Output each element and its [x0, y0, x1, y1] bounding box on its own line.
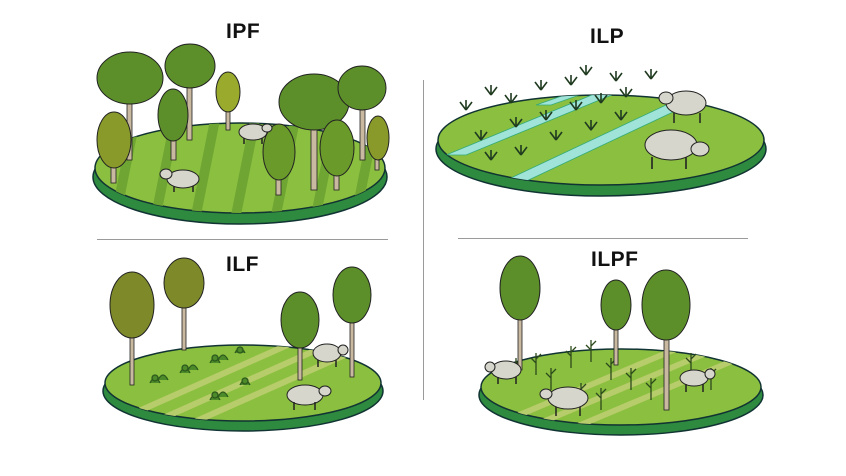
- crop-icon: [614, 110, 628, 121]
- crop-icon: [239, 377, 251, 386]
- tree-icon: [96, 51, 164, 161]
- crop-icon: [509, 117, 523, 128]
- crop-icon: [609, 71, 623, 82]
- crop-icon: [484, 85, 498, 96]
- tree-icon: [499, 255, 541, 371]
- crop-icon: [569, 100, 583, 111]
- cattle-icon: [484, 360, 522, 384]
- cattle-icon: [286, 384, 332, 410]
- left-horizontal-divider: [97, 239, 388, 240]
- cattle-icon: [644, 129, 710, 169]
- cattle-icon: [539, 386, 589, 416]
- corn-icon: [585, 340, 597, 362]
- tree-icon: [96, 111, 132, 184]
- ipf-illustration: [92, 43, 390, 225]
- cattle-icon: [238, 123, 273, 144]
- cattle-icon: [312, 343, 349, 367]
- tree-icon: [319, 119, 355, 191]
- crop-icon: [179, 364, 199, 374]
- crop-rows: [459, 65, 658, 161]
- crop-icon: [504, 93, 518, 104]
- ilpf-illustration: [478, 255, 764, 436]
- right-horizontal-divider: [458, 238, 748, 239]
- ipf-title: IPF: [226, 20, 261, 43]
- cattle-icon: [679, 368, 716, 392]
- crop-icon: [539, 110, 553, 121]
- ilf-panel: [100, 255, 385, 432]
- cattle-icon: [658, 90, 707, 123]
- crop-icon: [459, 100, 473, 111]
- tree-icon: [641, 269, 691, 411]
- tree-icon: [600, 279, 632, 366]
- tree-icon: [332, 266, 372, 378]
- crop-icon: [484, 150, 498, 161]
- crop-icon: [564, 75, 578, 86]
- tree-icon: [262, 123, 296, 196]
- tree-icon: [163, 257, 205, 351]
- crop-icon: [149, 374, 169, 384]
- crop-icon: [534, 80, 548, 91]
- tree-icon: [280, 291, 320, 381]
- ilpf-panel: [476, 250, 766, 436]
- vertical-divider: [423, 80, 424, 400]
- crop-icon: [549, 130, 563, 141]
- corn-icon: [645, 378, 657, 400]
- crop-icon: [209, 391, 229, 401]
- field-stripes: [105, 345, 375, 421]
- tree-icon: [337, 65, 387, 161]
- tree-icon: [157, 88, 189, 161]
- crop-icon: [619, 87, 633, 98]
- crop-icon: [209, 354, 229, 364]
- crop-rows: [149, 346, 251, 401]
- tree-icon: [366, 115, 390, 171]
- tree-icon: [109, 271, 155, 386]
- ilf-title: ILF: [226, 253, 259, 276]
- crop-icon: [579, 65, 593, 76]
- ipf-panel: [90, 40, 390, 225]
- corn-icon: [545, 368, 557, 390]
- corn-icon: [595, 388, 607, 410]
- crop-icon: [234, 346, 246, 354]
- crop-icon: [594, 93, 608, 104]
- ilpf-title: ILPF: [591, 248, 639, 271]
- water-strips: [445, 95, 689, 185]
- cattle-icon: [159, 168, 200, 192]
- corn-icon: [565, 346, 577, 368]
- ilp-panel: [435, 65, 771, 200]
- corn-icon: [625, 368, 637, 390]
- crop-icon: [644, 69, 658, 80]
- corn-icon: [530, 353, 542, 375]
- tree-icon: [215, 71, 241, 131]
- crop-icon: [514, 145, 528, 156]
- crop-icon: [474, 130, 488, 141]
- ilp-illustration: [435, 65, 767, 197]
- ilf-illustration: [102, 257, 384, 432]
- crop-icon: [584, 120, 598, 131]
- ilp-title: ILP: [590, 25, 625, 48]
